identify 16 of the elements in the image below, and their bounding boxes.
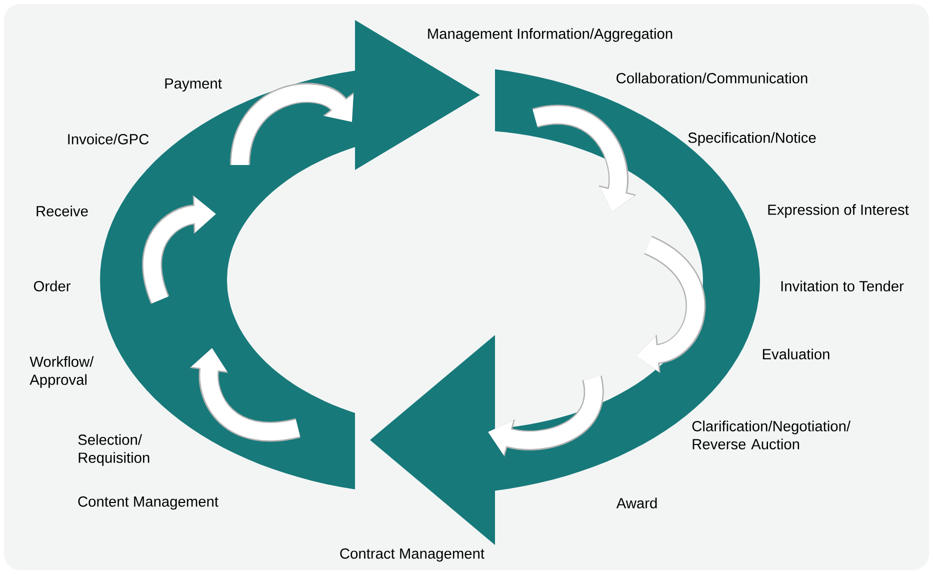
stage-label: Receive (36, 206, 88, 216)
stage-label: Expression of Interest (768, 204, 909, 218)
stage-label: Management Information/Aggregation (428, 28, 672, 42)
stage-label: Workflow/ Approval (30, 356, 94, 388)
stage-label: Specification/Notice (688, 132, 816, 146)
stage-label: Invoice/GPC (68, 134, 149, 144)
stage-label: Contract Management (340, 548, 484, 562)
stage-label: Selection/ Requisition (78, 434, 150, 466)
stage-label: Award (616, 498, 657, 508)
stage-label: Order (34, 280, 70, 292)
stage-label: Invitation to Tender (781, 280, 904, 292)
stage-label: Evaluation (762, 348, 830, 360)
stage-label: Content Management (78, 496, 218, 510)
stage-label: Collaboration/Communication (616, 72, 808, 84)
stage-label: Payment (165, 78, 222, 92)
stage-label: Clarification/Negotiation/ Reverse Auction (692, 420, 851, 450)
